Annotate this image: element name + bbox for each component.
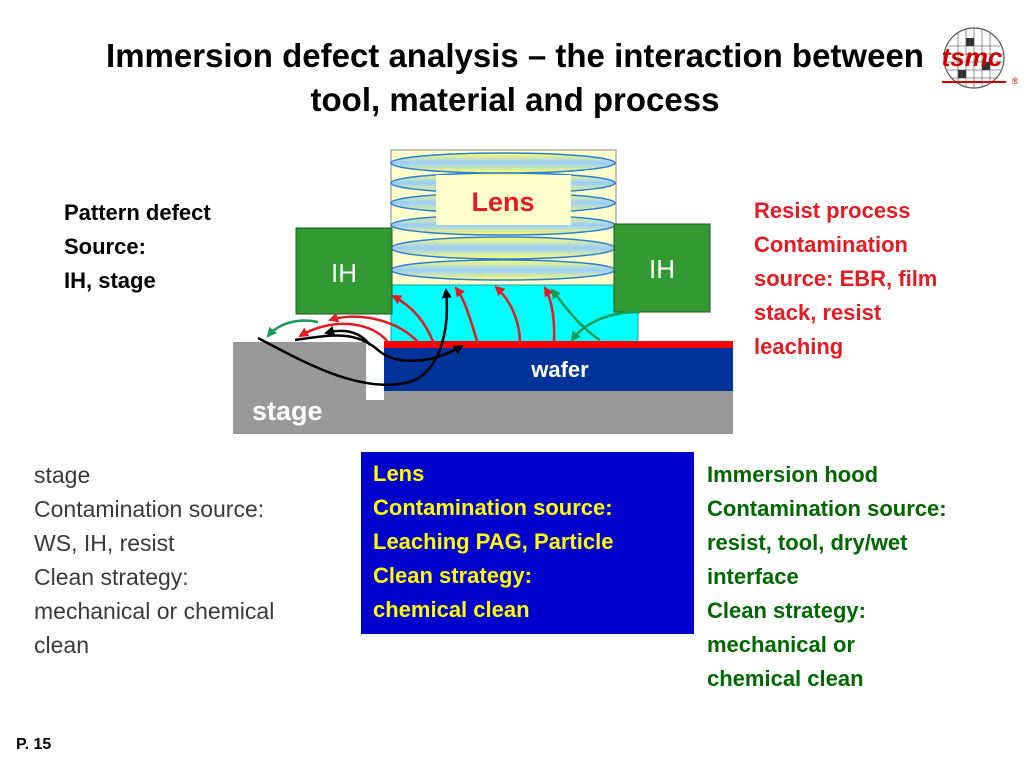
ih-right-box — [613, 223, 711, 313]
red-arrow-5 — [494, 285, 522, 345]
red-arrow-4 — [454, 286, 480, 345]
page-number: P. 15 — [16, 736, 52, 753]
resist-layer — [384, 341, 733, 348]
green-arrow-right — [570, 310, 641, 342]
immersion-hood-text: Immersion hood Contamination source: res… — [707, 462, 947, 691]
lens-contamination-text: Lens Contamination source: Leaching PAG,… — [373, 461, 614, 622]
black-arrow-1 — [257, 288, 452, 387]
wafer-label: wafer — [530, 357, 589, 382]
red-arrow-1 — [298, 322, 389, 343]
lens-assembly: Lens — [390, 149, 617, 286]
ih-left-box — [295, 227, 393, 315]
page-title: Immersion defect analysis – the interact… — [106, 37, 924, 118]
stage-contamination-text: stage Contamination source: WS, IH, resi… — [34, 462, 275, 658]
logo-mark: ® — [1012, 76, 1018, 86]
green-arrow-left — [266, 319, 319, 338]
ih-left-label: IH — [331, 258, 357, 288]
red-arrow-3 — [391, 294, 436, 345]
stage-gap — [366, 342, 384, 400]
tsmc-logo: tsmc ® — [942, 27, 1018, 89]
lens-contamination-box: Lens Contamination source: Leaching PAG,… — [361, 452, 694, 634]
green-arrow-mid — [550, 288, 601, 342]
resist-process-note: Resist process Contamination source: EBR… — [754, 198, 938, 359]
logo-text: tsmc — [942, 42, 1003, 72]
red-arrow-2 — [328, 312, 419, 343]
pattern-defect-note: Pattern defect Source: IH, stage — [64, 200, 211, 293]
red-arrow-6 — [543, 286, 556, 343]
black-arrow-3 — [324, 326, 371, 346]
stage-label: stage — [252, 396, 323, 426]
ih-right-label: IH — [649, 254, 675, 284]
lens-label: Lens — [471, 187, 534, 217]
black-arrow-2 — [294, 334, 464, 362]
